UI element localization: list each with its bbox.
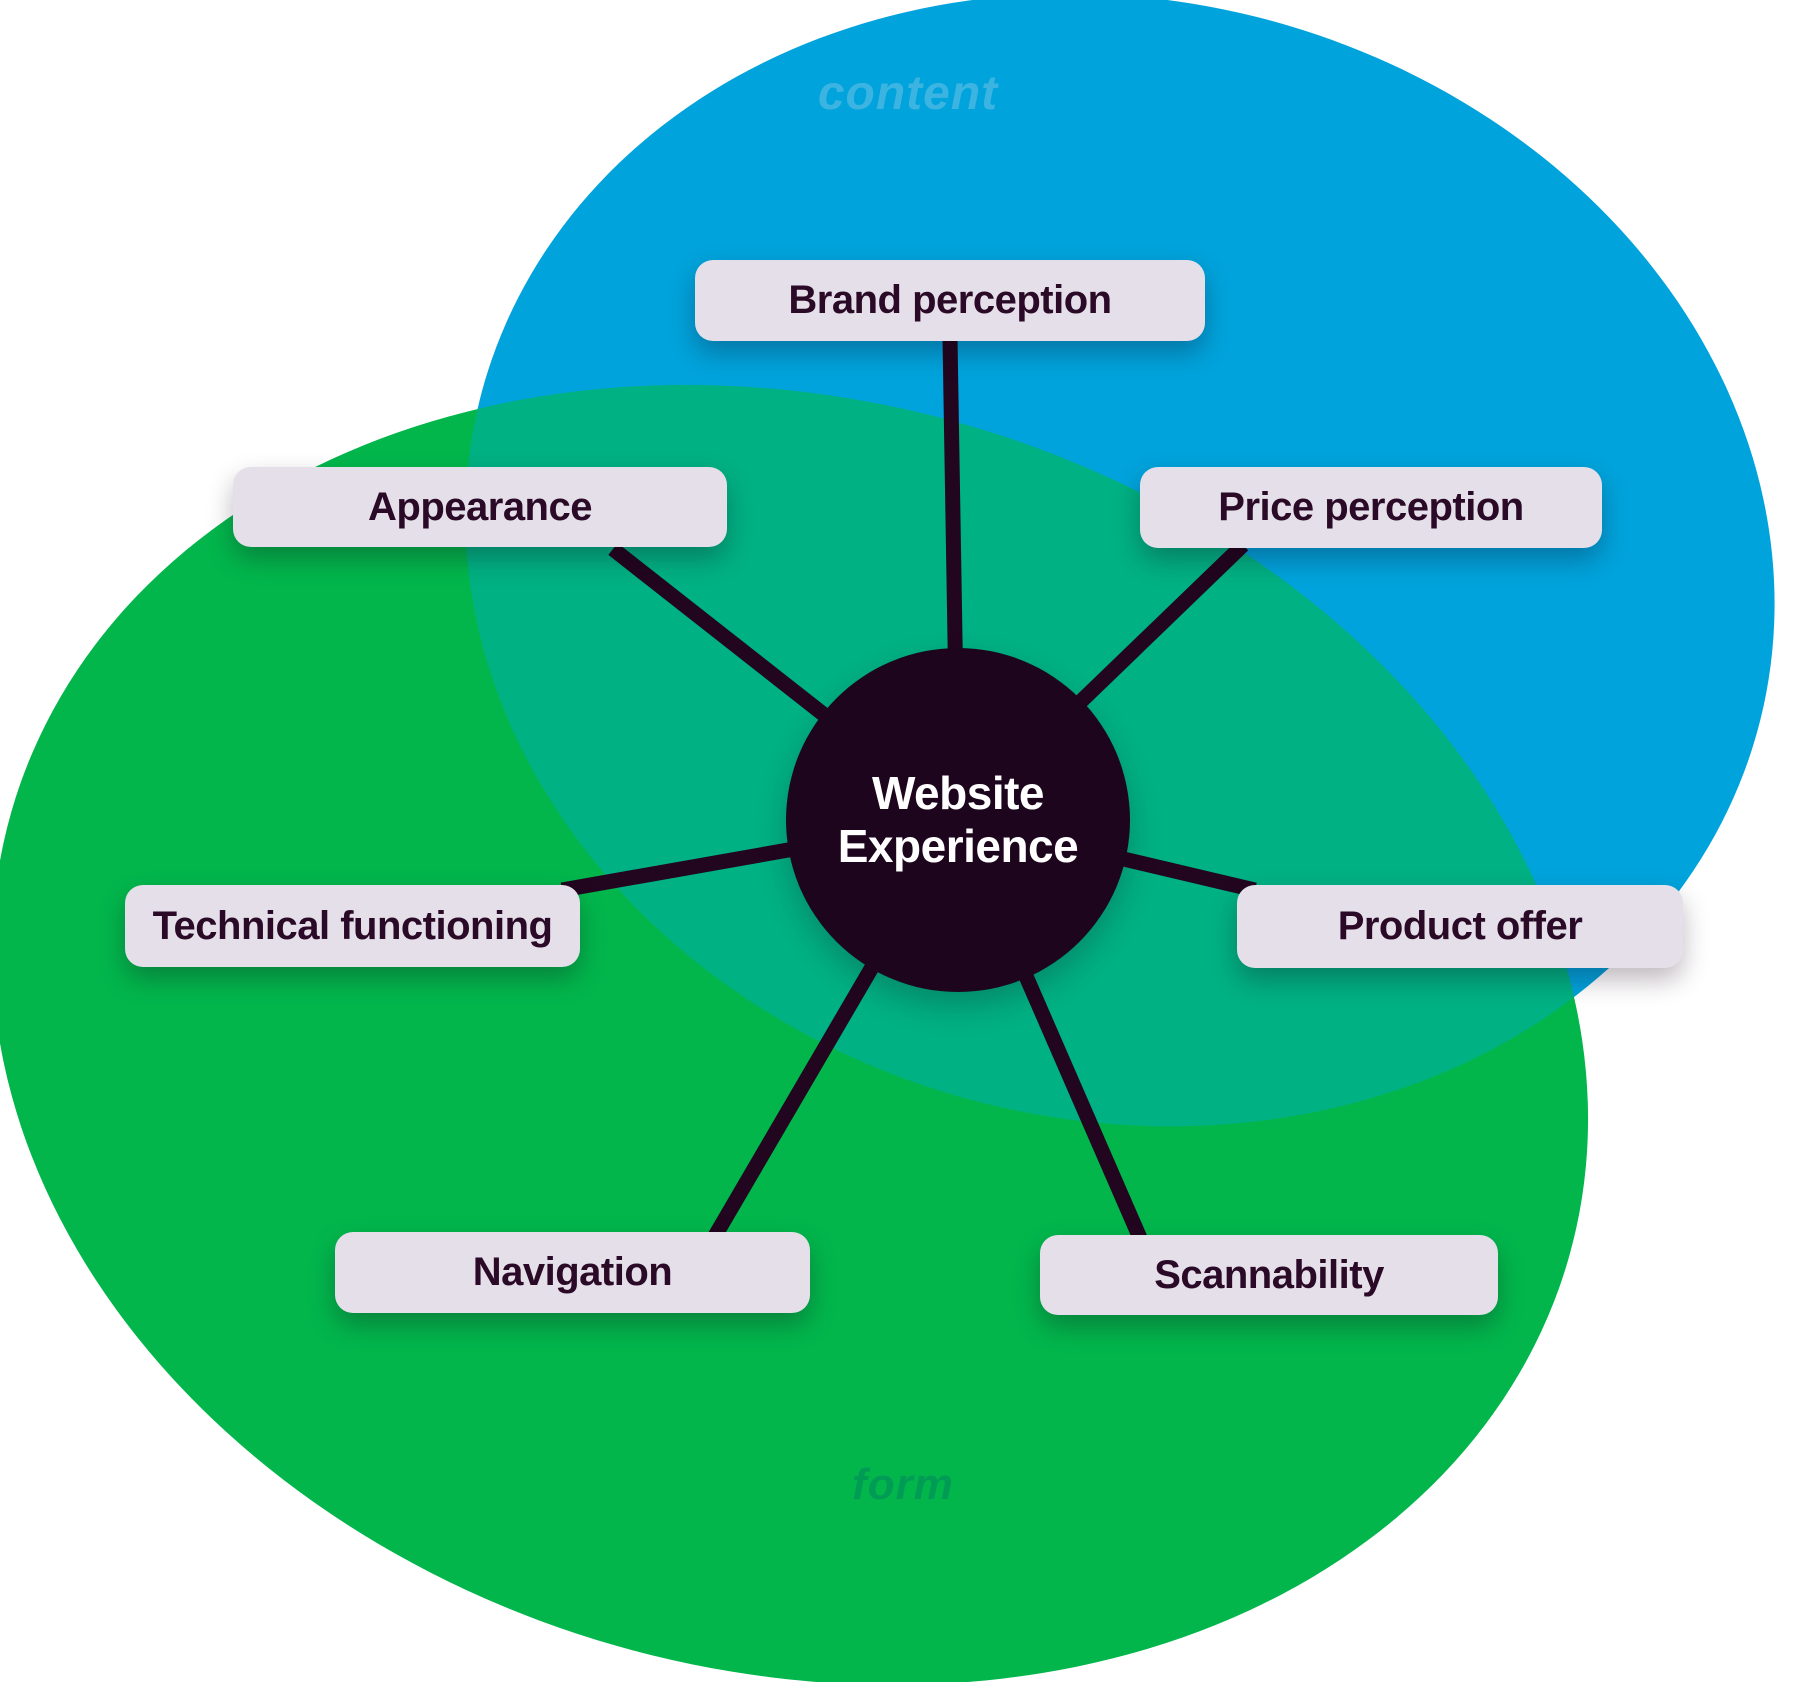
node-scannability: Scannability — [1040, 1235, 1498, 1315]
node-technical-functioning: Technical functioning — [125, 885, 580, 967]
hub-website-experience: Website Experience — [786, 648, 1130, 992]
node-price-perception: Price perception — [1140, 467, 1602, 548]
form-region-label: form — [852, 1460, 954, 1509]
content-region-label: content — [817, 67, 999, 120]
node-product-offer: Product offer — [1237, 885, 1683, 968]
node-appearance: Appearance — [233, 467, 727, 547]
hub-label: Website Experience — [837, 766, 1079, 872]
node-brand-perception: Brand perception — [695, 260, 1205, 341]
node-navigation: Navigation — [335, 1232, 810, 1313]
